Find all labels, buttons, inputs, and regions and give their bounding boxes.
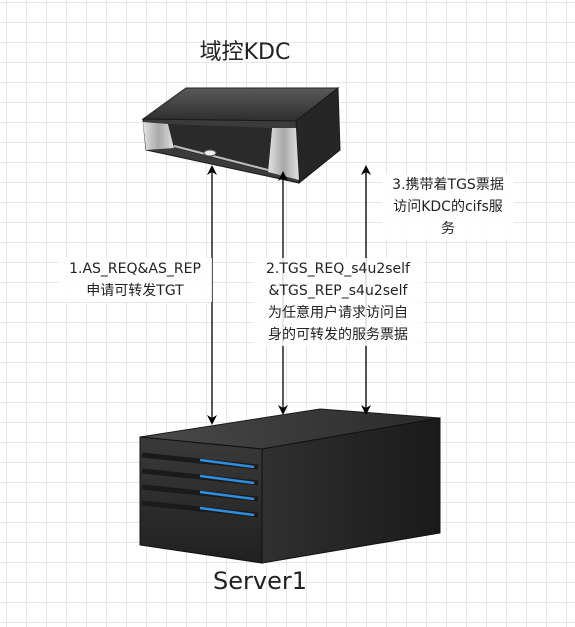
- server1-title: Server1: [213, 567, 307, 595]
- server1-drive-bays: [141, 452, 259, 518]
- arrow-3-label-line: 务: [441, 221, 455, 237]
- arrow-2-label: 2.TGS_REQ_s4u2self &TGS_REP_s4u2self 为任意…: [253, 258, 423, 346]
- arrow-2-label-line: 为任意用户请求访问自: [268, 305, 408, 321]
- arrow-2-label-line: &TGS_REP_s4u2self: [268, 283, 408, 299]
- kdc-server-icon: [141, 86, 341, 185]
- arrow-1-label-line: 1.AS_REQ&AS_REP: [69, 261, 201, 277]
- arrow-1-label: 1.AS_REQ&AS_REP 申请可转发TGT: [58, 258, 212, 302]
- arrow-3-label: 3.携带着TGS票据 访问KDC的cifs服 务: [382, 174, 514, 240]
- server1-icon: [139, 408, 441, 564]
- arrow-3-label-line: 访问KDC的cifs服: [393, 199, 503, 215]
- arrow-2-label-line: 身的可转发的服务票据: [268, 327, 408, 343]
- arrow-1-label-line: 申请可转发TGT: [86, 283, 184, 299]
- arrow-3-label-line: 3.携带着TGS票据: [392, 177, 504, 193]
- arrow-2-label-line: 2.TGS_REQ_s4u2self: [266, 261, 410, 277]
- kdc-title: 域控KDC: [199, 40, 291, 65]
